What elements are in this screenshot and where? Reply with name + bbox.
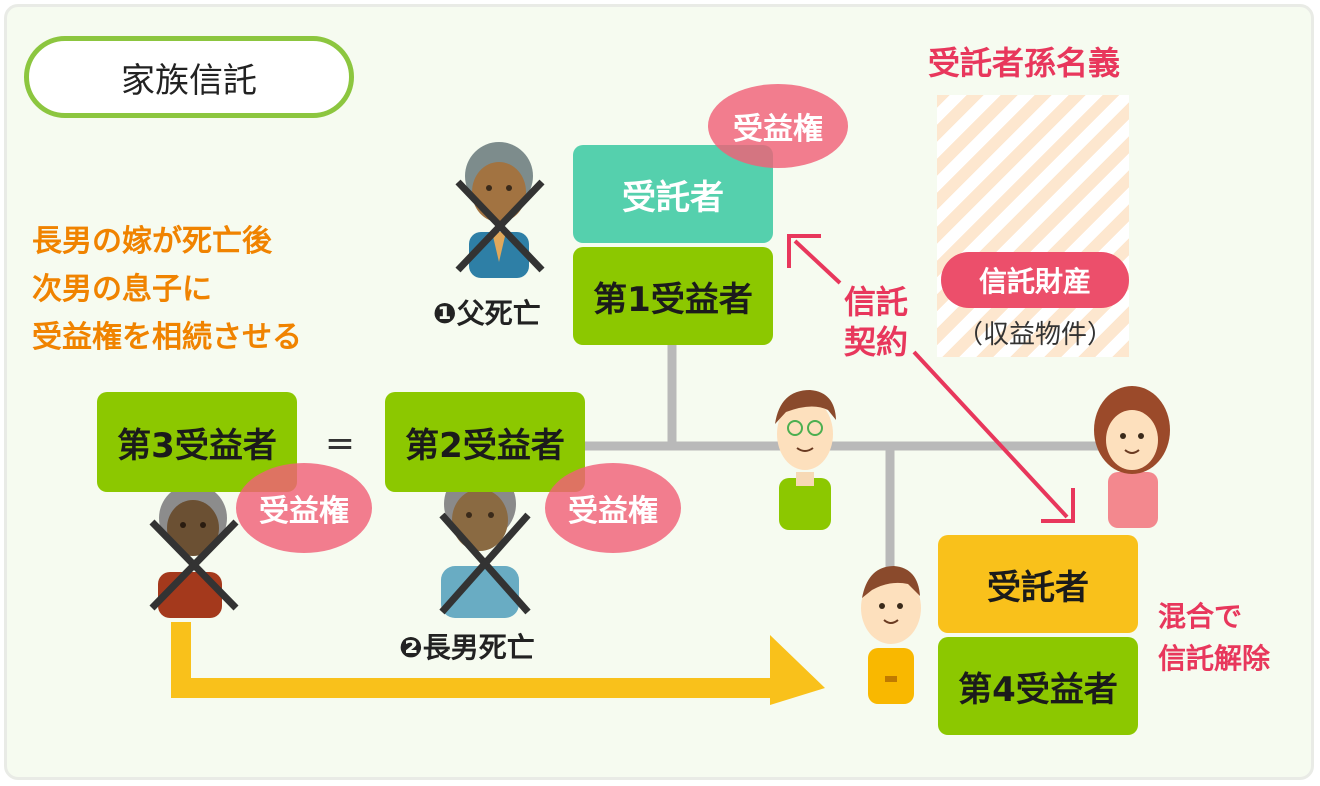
father-cross-mark-icon bbox=[455, 179, 545, 273]
equals-sign: = bbox=[324, 422, 356, 464]
trust-contract-line-2: 契約 bbox=[843, 323, 908, 361]
grandson-figure bbox=[861, 566, 921, 704]
beneficiary-4-box: 第4受益者 bbox=[938, 637, 1138, 735]
dissolution-line-1: 混合で bbox=[1158, 600, 1243, 633]
inheritance-arrow-icon bbox=[171, 622, 825, 705]
property-panel bbox=[937, 95, 1129, 357]
trust-contract-label: 信託 契約 bbox=[838, 282, 914, 362]
caption-line-1: 長男の嫁が死亡後 bbox=[32, 224, 272, 259]
beneficial-interest-badge-top: 受益権 bbox=[708, 84, 848, 168]
beneficial-interest-badge-left: 受益権 bbox=[236, 463, 372, 553]
eldest-son-cross-mark-icon bbox=[439, 512, 531, 615]
beneficiary-1-box: 第1受益者 bbox=[573, 247, 773, 345]
second-son-figure bbox=[775, 390, 836, 530]
property-title: 受託者孫名義 bbox=[928, 44, 1121, 82]
caption-line-2: 次男の息子に bbox=[32, 272, 212, 307]
beneficiary-2-box: 第2受益者 bbox=[385, 392, 585, 492]
diagram-title: 家族信託 bbox=[24, 36, 354, 118]
beneficial-interest-badge-middle: 受益権 bbox=[545, 463, 681, 553]
caption-line-3: 受益権を相続させる bbox=[32, 320, 302, 355]
father-figure bbox=[465, 142, 533, 278]
dissolution-line-2: 信託解除 bbox=[1158, 642, 1271, 675]
eldest-son-wife-figure bbox=[158, 484, 227, 618]
eldest-son-death-label: ❷長男死亡 bbox=[399, 631, 535, 664]
scenario-caption: 長男の嫁が死亡後 次男の息子に 受益権を相続させる bbox=[32, 218, 302, 362]
father-death-label: ❶父死亡 bbox=[433, 297, 541, 330]
trustee-box-bottom: 受託者 bbox=[938, 535, 1138, 633]
trust-asset-label: 信託財産 bbox=[941, 252, 1129, 308]
trust-contract-arrow-icon bbox=[787, 234, 1075, 523]
trust-dissolution-label: 混合で 信託解除 bbox=[1158, 596, 1270, 680]
eldest-son-wife-cross-mark-icon bbox=[149, 519, 239, 611]
second-son-wife-figure bbox=[1094, 386, 1170, 528]
trust-asset-note: （収益物件） bbox=[956, 320, 1113, 350]
trust-contract-line-1: 信託 bbox=[843, 283, 908, 321]
family-tree-lines bbox=[584, 340, 1100, 575]
